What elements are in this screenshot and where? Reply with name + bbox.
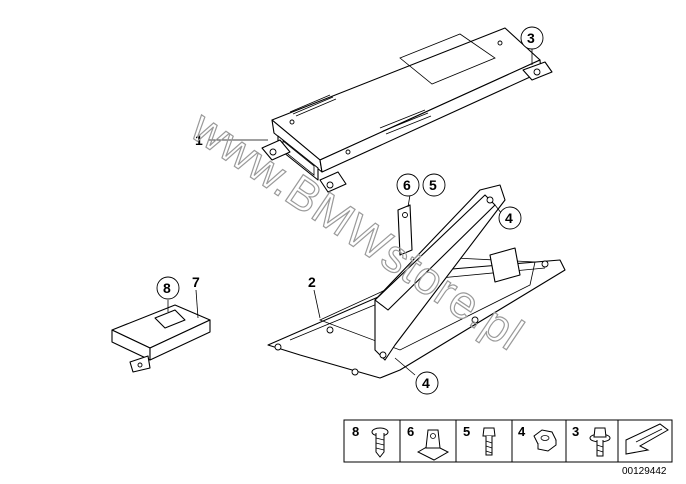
callout-label: 7 <box>192 274 200 290</box>
hex-nut-icon <box>533 429 557 452</box>
callout-label: 6 <box>403 177 411 193</box>
upright-bracket-part-4[interactable] <box>374 184 521 361</box>
callout-3: 3 <box>520 26 544 50</box>
bolt-icon <box>482 427 496 456</box>
callout-4-lower: 4 <box>415 371 439 395</box>
callout-1: 1 <box>195 132 203 148</box>
parts-legend: 8 6 5 4 <box>343 419 673 463</box>
document-number: 00129442 <box>622 466 667 477</box>
callout-8: 8 <box>156 276 180 300</box>
callout-label: 4 <box>422 375 430 391</box>
legend-label: 5 <box>463 424 470 439</box>
legend-item-5: 5 <box>463 424 496 456</box>
callout-label: 5 <box>429 177 437 193</box>
callout-label: 8 <box>163 280 171 296</box>
callout-4-upper: 4 <box>498 206 522 230</box>
legend-item-8: 8 <box>352 424 389 458</box>
control-module-part-1[interactable] <box>261 27 553 193</box>
callout-5: 5 <box>422 173 446 197</box>
callout-7: 7 <box>192 274 200 290</box>
callout-label: 3 <box>527 30 535 46</box>
callout-6: 6 <box>396 173 420 197</box>
callout-label: 2 <box>308 274 316 290</box>
legend-item-4: 4 <box>518 424 557 452</box>
arrow-icon <box>625 423 669 455</box>
legend-label: 4 <box>518 424 526 439</box>
screw-icon <box>371 427 389 458</box>
flange-screw-icon <box>589 427 611 457</box>
legend-item-6: 6 <box>407 424 450 461</box>
callout-2: 2 <box>308 274 316 290</box>
callout-label: 1 <box>195 132 203 148</box>
legend-label: 6 <box>407 424 414 439</box>
clip-nut-icon <box>416 429 450 461</box>
callout-label: 4 <box>505 210 513 226</box>
leader-lines <box>167 48 533 376</box>
legend-label: 8 <box>352 424 359 439</box>
small-module-part-7[interactable] <box>111 304 211 373</box>
legend-label: 3 <box>572 424 579 439</box>
legend-item-3: 3 <box>572 424 611 457</box>
